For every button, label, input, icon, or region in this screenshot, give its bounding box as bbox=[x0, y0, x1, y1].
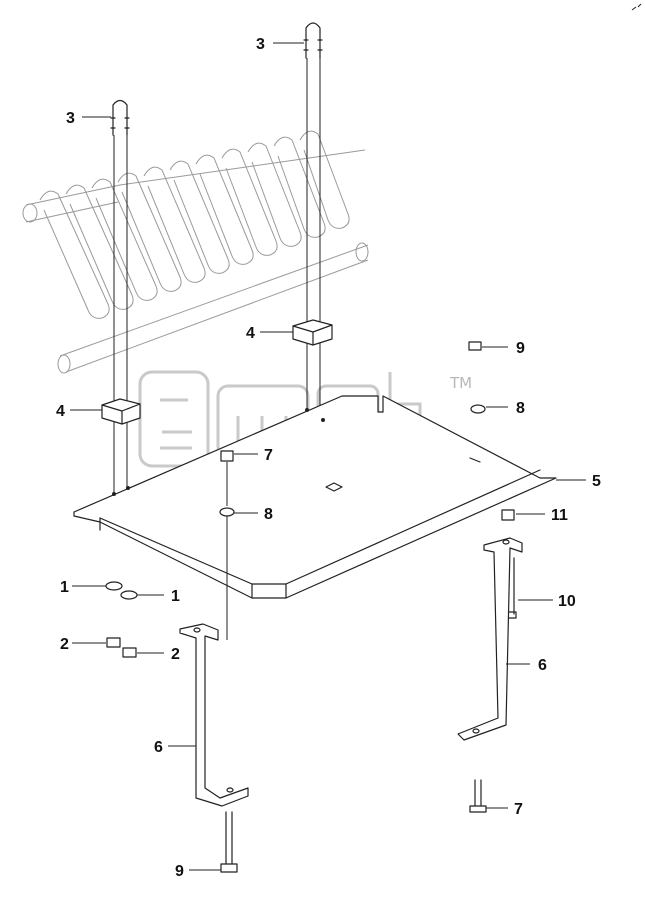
rod-right bbox=[303, 22, 323, 420]
nuts-2 bbox=[106, 637, 137, 658]
nut-11 bbox=[501, 509, 515, 521]
rod-left bbox=[110, 99, 130, 496]
comb-tine bbox=[39, 190, 110, 319]
mounting-plate bbox=[73, 395, 557, 599]
callout-9-top: 9 bbox=[516, 340, 525, 357]
leader-lines bbox=[70, 42, 586, 871]
callout-8-mid: 8 bbox=[264, 506, 273, 523]
comb-tine bbox=[91, 178, 158, 301]
bolt-9-top bbox=[468, 341, 482, 351]
bolt-9-bottom bbox=[220, 811, 238, 873]
watermark-tm: TM bbox=[449, 374, 472, 392]
callout-6-left: 6 bbox=[154, 739, 163, 756]
callout-labels: 3 3 4 4 9 8 7 8 5 11 1 1 10 2 2 6 6 7 9 bbox=[56, 36, 601, 880]
comb-assembly bbox=[22, 130, 369, 374]
corner-mark bbox=[631, 3, 642, 11]
comb-tine bbox=[273, 136, 326, 238]
callout-6-right: 6 bbox=[538, 657, 547, 674]
comb-tine bbox=[247, 142, 302, 247]
callout-4-right: 4 bbox=[246, 325, 255, 342]
comb-tine bbox=[299, 130, 350, 229]
callout-5: 5 bbox=[592, 473, 601, 490]
callout-11: 11 bbox=[551, 507, 568, 524]
bracket-left bbox=[179, 623, 249, 807]
clamp-right bbox=[292, 319, 333, 346]
callout-1-left: 1 bbox=[60, 579, 69, 596]
bolt-7-bottom bbox=[469, 779, 487, 813]
callout-2-right: 2 bbox=[171, 646, 180, 663]
comb-tine bbox=[195, 154, 254, 265]
callout-3-right: 3 bbox=[256, 36, 265, 53]
callout-7-bottom: 7 bbox=[514, 801, 523, 818]
callout-8-top: 8 bbox=[516, 400, 525, 417]
bracket-right bbox=[457, 537, 523, 741]
callout-9-bottom: 9 bbox=[175, 863, 184, 880]
washer-8-mid bbox=[219, 507, 235, 517]
comb-tine bbox=[169, 160, 230, 274]
nut-7-mid bbox=[220, 450, 234, 462]
comb-tine bbox=[221, 148, 278, 256]
callout-4-left: 4 bbox=[56, 403, 65, 420]
clamp-left bbox=[101, 398, 141, 425]
washer-8-top bbox=[470, 404, 486, 414]
callout-1-right: 1 bbox=[171, 588, 180, 605]
callout-3-left: 3 bbox=[66, 110, 75, 127]
callout-10: 10 bbox=[558, 593, 576, 610]
comb-tine bbox=[65, 184, 134, 310]
washers-1 bbox=[105, 581, 138, 600]
callout-2-left: 2 bbox=[60, 636, 69, 653]
comb-tine bbox=[143, 166, 206, 283]
callout-7-mid: 7 bbox=[264, 447, 273, 464]
